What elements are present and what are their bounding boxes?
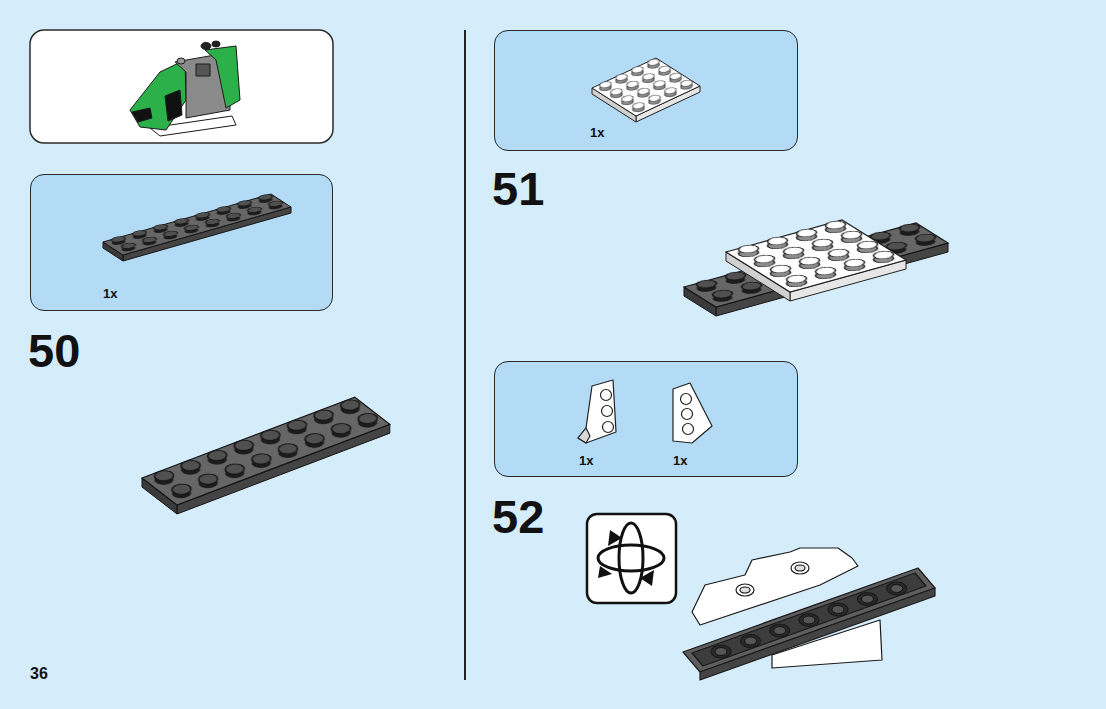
part-count: 1x xyxy=(103,287,117,300)
part-count: 1x xyxy=(579,454,593,467)
step-51-build xyxy=(722,216,911,292)
parts-panel: 1x xyxy=(30,174,333,311)
step-52-build xyxy=(683,548,935,680)
wedge-plate-parts xyxy=(578,428,590,443)
parts-panel: 1x 1x xyxy=(494,361,798,477)
step-52-build xyxy=(791,562,809,574)
page-number: 36 xyxy=(30,666,48,682)
wedge-plate-parts xyxy=(673,383,712,443)
step-51-build xyxy=(680,216,953,316)
wedge-plate-parts xyxy=(681,394,692,405)
step-52-build xyxy=(711,645,731,658)
preview-panel xyxy=(205,46,240,108)
rotate-icon xyxy=(598,566,612,578)
part-count: 1x xyxy=(590,126,604,139)
step-52-build xyxy=(828,603,848,616)
rotate-icon xyxy=(619,523,643,593)
preview-panel xyxy=(177,58,185,64)
step-52-build xyxy=(715,648,727,656)
step-number: 51 xyxy=(492,165,544,212)
step-52-build xyxy=(795,565,805,571)
wedge-plate-parts xyxy=(603,422,614,433)
preview-panel xyxy=(130,41,240,136)
preview-panel xyxy=(132,108,152,122)
preview-panel xyxy=(130,60,186,130)
panel-fill xyxy=(30,174,333,311)
step-52-build xyxy=(736,584,754,596)
step-52-build xyxy=(740,587,750,593)
step-number: 52 xyxy=(492,493,544,540)
plate-4x4-part xyxy=(589,55,702,122)
plate-2x8-part xyxy=(103,191,291,252)
step-52-build xyxy=(741,635,761,648)
step-52-build xyxy=(745,637,757,645)
wedge-plate-parts xyxy=(683,424,694,435)
preview-panel xyxy=(30,30,333,143)
step-52-build xyxy=(692,548,858,625)
rotate-icon xyxy=(587,514,676,603)
step-52-build xyxy=(803,616,815,624)
panel-fill xyxy=(494,30,798,151)
step-52-build xyxy=(858,593,878,606)
step-52-build xyxy=(887,582,907,595)
step-52-build xyxy=(862,595,874,603)
step-52-build xyxy=(799,614,819,627)
step-52-build xyxy=(770,624,790,637)
step-51-build xyxy=(722,216,911,292)
rotate-icon xyxy=(608,530,622,546)
wedge-plate-parts xyxy=(578,380,712,443)
panel-fill xyxy=(494,361,798,477)
plate-2x8-build xyxy=(139,393,394,505)
wedge-plate-parts xyxy=(578,380,616,443)
step-51-build xyxy=(726,216,906,288)
parts-panel: 1x xyxy=(494,30,798,151)
plate-2x8-part xyxy=(100,191,294,261)
wedge-plate-parts xyxy=(601,390,612,401)
plate-4x4-part xyxy=(589,55,702,116)
wedge-plate-parts xyxy=(602,406,613,417)
step-number: 50 xyxy=(28,327,80,374)
step-52-build xyxy=(700,588,935,680)
plate-2x8-part xyxy=(100,191,294,255)
column-divider xyxy=(464,30,466,680)
plate-2x8-build xyxy=(142,393,390,501)
rotate-icon xyxy=(640,570,654,586)
preview-panel xyxy=(201,43,211,50)
rotate-icon xyxy=(598,545,664,571)
step-52-build xyxy=(692,573,926,666)
preview-panel xyxy=(30,30,333,143)
step-52-build xyxy=(832,606,844,614)
rotate-icon xyxy=(587,514,676,603)
preview-panel xyxy=(212,41,220,47)
step-52-build xyxy=(891,585,903,593)
preview-panel xyxy=(165,90,182,121)
plate-2x8-build xyxy=(139,393,394,514)
part-count: 1x xyxy=(673,454,687,467)
step-52-build xyxy=(715,585,903,656)
step-52-build xyxy=(774,627,786,635)
step-52-build xyxy=(683,568,935,672)
wedge-plate-parts xyxy=(682,409,693,420)
preview-panel xyxy=(196,64,210,76)
plate-4x4-part xyxy=(592,55,700,113)
